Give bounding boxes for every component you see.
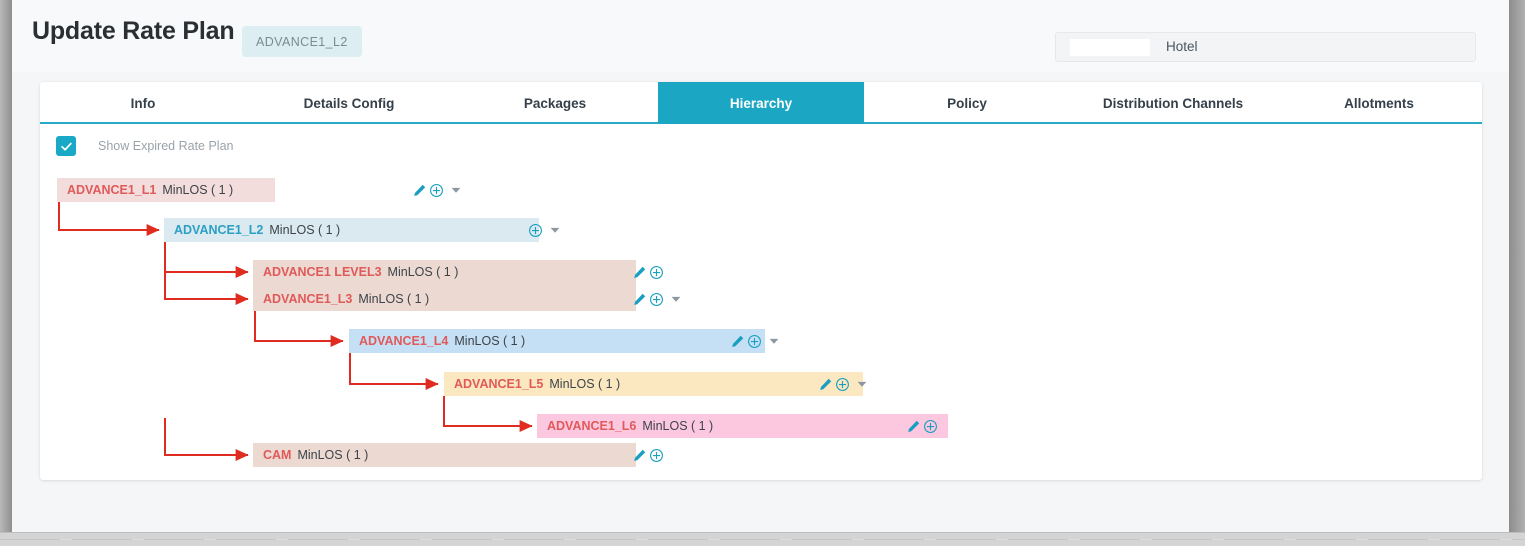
node-name-l2: ADVANCE1_L2 bbox=[174, 223, 264, 237]
tree-node-advance1-l1[interactable]: ADVANCE1_L1 MinLOS ( 1 ) bbox=[57, 178, 461, 202]
rate-plan-hierarchy-tree: ADVANCE1_L1 MinLOS ( 1 ) bbox=[40, 178, 1482, 478]
tree-node-advance1-l3[interactable]: ADVANCE1_L3 MinLOS ( 1 ) bbox=[253, 287, 681, 311]
page-header: Update Rate Plan ADVANCE1_L2 Hotel bbox=[12, 0, 1509, 72]
circle-plus-icon[interactable] bbox=[649, 448, 664, 463]
node-name-l3: ADVANCE1_L3 bbox=[263, 292, 353, 306]
node-name-cam: CAM bbox=[263, 448, 292, 462]
tree-node-advance1-l2[interactable]: ADVANCE1_L2 MinLOS ( 1 ) bbox=[164, 218, 560, 242]
node-actions-l2 bbox=[528, 223, 562, 238]
page-title: Update Rate Plan bbox=[32, 17, 235, 45]
node-meta-l2: MinLOS ( 1 ) bbox=[269, 223, 341, 237]
row-background-l3-group bbox=[253, 260, 636, 311]
hotel-selector-label: Hotel bbox=[1166, 39, 1198, 54]
node-meta-l1: MinLOS ( 1 ) bbox=[162, 183, 234, 197]
tree-node-advance1-l5[interactable]: ADVANCE1_L5 MinLOS ( 1 ) bbox=[444, 372, 867, 396]
circle-plus-icon[interactable] bbox=[649, 265, 664, 280]
row-background-l5 bbox=[444, 372, 863, 396]
tab-details-config[interactable]: Details Config bbox=[303, 95, 395, 111]
window-right-edge bbox=[1509, 0, 1525, 534]
circle-plus-icon[interactable] bbox=[429, 183, 444, 198]
check-icon bbox=[60, 142, 72, 151]
tab-distribution-channels[interactable]: Distribution Channels bbox=[1102, 95, 1244, 111]
chevron-down-icon[interactable] bbox=[669, 292, 683, 306]
tree-node-advance1-l6[interactable]: ADVANCE1_L6 MinLOS ( 1 ) bbox=[537, 414, 948, 438]
row-background-l2 bbox=[164, 218, 539, 242]
node-name-l5: ADVANCE1_L5 bbox=[454, 377, 544, 391]
node-actions-level3 bbox=[632, 265, 664, 280]
node-meta-l3: MinLOS ( 1 ) bbox=[358, 292, 430, 306]
show-expired-rate-plan-checkbox[interactable] bbox=[56, 136, 76, 156]
tab-policy[interactable]: Policy bbox=[947, 95, 987, 111]
pencil-icon[interactable] bbox=[632, 448, 647, 463]
node-actions-l5 bbox=[818, 377, 869, 392]
node-meta-cam: MinLOS ( 1 ) bbox=[297, 448, 369, 462]
row-background-cam bbox=[253, 443, 636, 467]
tab-packages[interactable]: Packages bbox=[523, 95, 587, 111]
show-expired-rate-plan-row: Show Expired Rate Plan bbox=[56, 136, 234, 156]
rate-plan-code-chip: ADVANCE1_L2 bbox=[242, 26, 362, 57]
node-meta-l6: MinLOS ( 1 ) bbox=[642, 419, 714, 433]
app-canvas: Update Rate Plan ADVANCE1_L2 Hotel Info … bbox=[12, 0, 1509, 532]
row-background-l4 bbox=[349, 329, 765, 353]
tree-node-advance1-l4[interactable]: ADVANCE1_L4 MinLOS ( 1 ) bbox=[349, 329, 779, 353]
node-name-level3: ADVANCE1 LEVEL3 bbox=[263, 265, 382, 279]
tree-node-advance1-level3[interactable]: ADVANCE1 LEVEL3 MinLOS ( 1 ) bbox=[253, 260, 663, 284]
circle-plus-icon[interactable] bbox=[649, 292, 664, 307]
node-actions-cam bbox=[632, 448, 664, 463]
pencil-icon[interactable] bbox=[412, 183, 427, 198]
pencil-icon[interactable] bbox=[818, 377, 833, 392]
hierarchy-card: Info Details Config Packages Hierarchy P… bbox=[40, 82, 1482, 480]
pencil-icon[interactable] bbox=[906, 419, 921, 434]
circle-plus-icon[interactable] bbox=[528, 223, 543, 238]
hotel-name-redacted bbox=[1070, 39, 1150, 56]
chevron-down-icon[interactable] bbox=[449, 183, 463, 197]
node-name-l4: ADVANCE1_L4 bbox=[359, 334, 449, 348]
show-expired-rate-plan-label: Show Expired Rate Plan bbox=[98, 139, 234, 153]
pencil-icon[interactable] bbox=[632, 292, 647, 307]
chevron-down-icon[interactable] bbox=[548, 223, 562, 237]
row-background-l6 bbox=[537, 414, 948, 438]
node-actions-l3 bbox=[632, 292, 683, 307]
circle-plus-icon[interactable] bbox=[747, 334, 762, 349]
hotel-selector[interactable]: Hotel bbox=[1055, 32, 1476, 62]
chevron-down-icon[interactable] bbox=[855, 377, 869, 391]
node-name-l6: ADVANCE1_L6 bbox=[547, 419, 637, 433]
pencil-icon[interactable] bbox=[730, 334, 745, 349]
window-left-edge bbox=[0, 0, 12, 534]
node-meta-l4: MinLOS ( 1 ) bbox=[454, 334, 526, 348]
window-bottom-edge bbox=[0, 532, 1525, 546]
tab-allotments[interactable]: Allotments bbox=[1344, 95, 1414, 111]
pencil-icon[interactable] bbox=[632, 265, 647, 280]
node-meta-level3: MinLOS ( 1 ) bbox=[387, 265, 459, 279]
circle-plus-icon[interactable] bbox=[835, 377, 850, 392]
node-name-l1: ADVANCE1_L1 bbox=[67, 183, 157, 197]
chevron-down-icon[interactable] bbox=[767, 334, 781, 348]
tab-bar: Info Details Config Packages Hierarchy P… bbox=[40, 82, 1482, 124]
node-meta-l5: MinLOS ( 1 ) bbox=[549, 377, 621, 391]
node-actions-l6 bbox=[906, 419, 938, 434]
row-background-l1 bbox=[57, 178, 275, 202]
tree-node-cam[interactable]: CAM MinLOS ( 1 ) bbox=[253, 443, 663, 467]
tab-hierarchy[interactable]: Hierarchy bbox=[658, 82, 864, 124]
circle-plus-icon[interactable] bbox=[923, 419, 938, 434]
node-actions-l1 bbox=[412, 183, 463, 198]
node-actions-l4 bbox=[730, 334, 781, 349]
tab-info[interactable]: Info bbox=[130, 95, 156, 111]
